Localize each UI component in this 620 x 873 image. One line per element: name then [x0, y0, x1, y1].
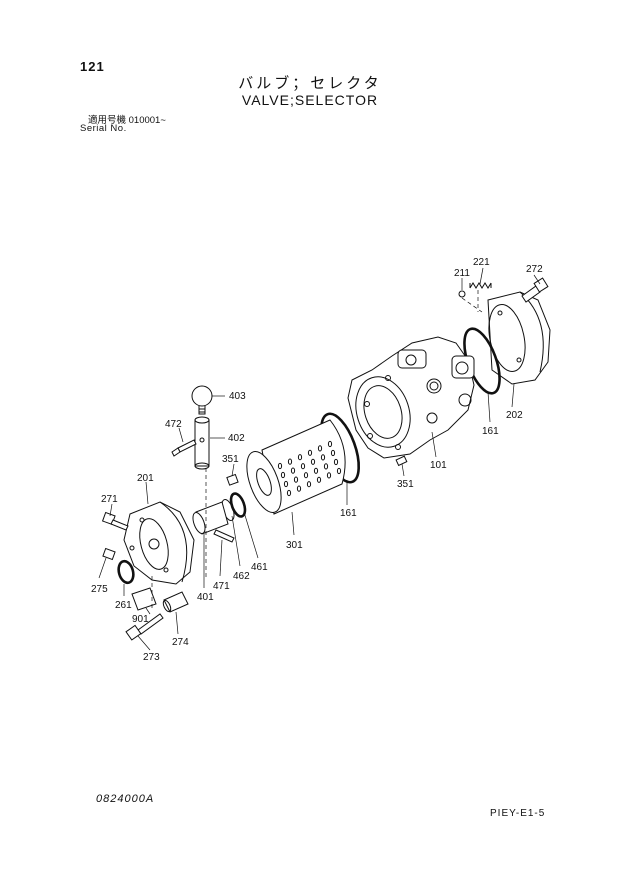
spool-hole — [280, 471, 286, 479]
callout-201: 201 — [137, 473, 154, 484]
part-bolt-272 — [521, 277, 549, 303]
part-end-cover-201 — [123, 501, 195, 585]
part-plug-275 — [102, 547, 116, 561]
callout-labels: 221 211 272 202 161 101 351 403 472 402 … — [91, 257, 543, 663]
callout-161-left: 161 — [340, 508, 357, 519]
part-plunger-401 — [192, 501, 229, 535]
page-number: 121 — [80, 59, 105, 74]
callout-211: 211 — [454, 268, 470, 279]
callout-351-right: 351 — [397, 479, 414, 490]
spool-hole — [320, 454, 326, 461]
part-bolt-273 — [125, 613, 164, 641]
part-shaft-402 — [194, 416, 210, 470]
spool-hole — [326, 472, 332, 479]
spool-hole — [300, 463, 306, 470]
spool-hole — [316, 476, 322, 483]
part-end-cover-202 — [487, 291, 551, 385]
spool-hole — [327, 440, 333, 448]
part-spool-301 — [246, 419, 346, 515]
callout-471: 471 — [213, 581, 230, 592]
callout-301: 301 — [286, 540, 303, 551]
spool-hole — [317, 445, 323, 452]
callout-161-right: 161 — [482, 426, 499, 437]
callout-462: 462 — [233, 571, 250, 582]
spool-hole — [306, 481, 312, 488]
callout-401: 401 — [197, 592, 214, 603]
spool-hole — [307, 449, 313, 456]
part-ball-211 — [458, 290, 466, 298]
spool-hole — [313, 467, 319, 474]
part-valve-body-101 — [347, 336, 475, 459]
spool-hole — [290, 467, 296, 474]
callout-272: 272 — [526, 264, 543, 275]
page-title-english: VALVE;SELECTOR — [241, 92, 379, 108]
spool-hole — [296, 485, 302, 492]
part-plug-351-left — [226, 473, 239, 486]
drawing-code: 0824000A — [96, 793, 155, 805]
callout-461: 461 — [251, 562, 268, 573]
spool-hole — [277, 462, 283, 470]
callout-271: 271 — [101, 494, 118, 505]
callout-261: 261 — [115, 600, 132, 611]
part-pin-471 — [213, 529, 235, 543]
spool-hole — [287, 458, 293, 465]
assembly-center-lines — [151, 290, 483, 610]
part-seal-261 — [117, 559, 135, 585]
spool-hole — [297, 454, 303, 461]
spool-hole — [336, 467, 342, 475]
spool-hole — [333, 458, 339, 466]
callout-403: 403 — [229, 391, 246, 402]
spool-hole — [286, 489, 292, 497]
page-title-japanese: バルブ；セレクタ — [238, 75, 382, 92]
serial-range-label: 適用号機 010001~ — [88, 115, 166, 126]
callout-273: 273 — [143, 652, 160, 663]
callout-274: 274 — [172, 637, 189, 648]
spool-hole — [293, 476, 299, 483]
callout-221: 221 — [473, 257, 490, 268]
spool-hole — [303, 472, 309, 479]
spool-hole — [330, 449, 336, 457]
part-knob-403 — [191, 385, 213, 415]
part-bolt-271 — [101, 511, 129, 531]
part-sleeve-274 — [162, 591, 189, 613]
serial-number-label: Serial No. — [80, 123, 127, 134]
callout-901: 901 — [132, 614, 149, 625]
sheet-code: PIEY-E1-5 — [490, 808, 546, 819]
spool-hole — [323, 463, 329, 470]
part-plug-351-right — [395, 455, 408, 467]
part-nameplate-901 — [131, 587, 157, 611]
callout-472: 472 — [165, 419, 182, 430]
callout-101: 101 — [430, 460, 447, 471]
part-spring-221 — [469, 282, 492, 289]
callout-402: 402 — [228, 433, 245, 444]
part-screw-472 — [171, 439, 197, 457]
spool-hole — [310, 458, 316, 465]
spool-hole — [283, 480, 289, 488]
callout-202: 202 — [506, 410, 523, 421]
callout-275: 275 — [91, 584, 108, 595]
callout-351-left: 351 — [222, 454, 239, 465]
callout-leader-lines — [98, 267, 541, 651]
